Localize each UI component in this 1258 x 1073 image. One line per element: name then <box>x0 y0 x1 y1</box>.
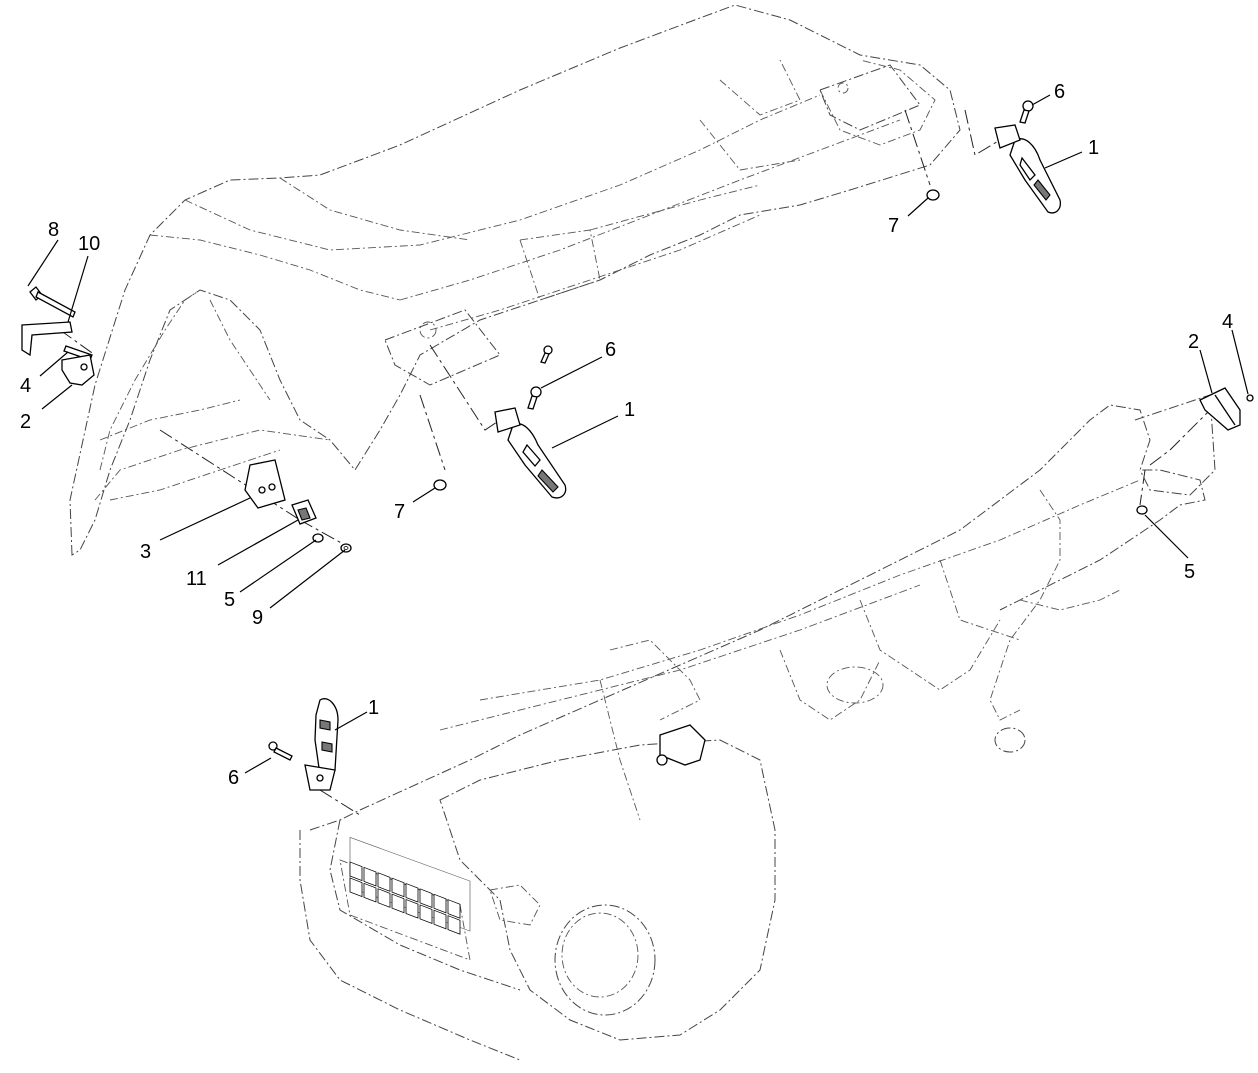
upper-hood-assembly <box>69 4 961 556</box>
leader-lines <box>27 94 1249 774</box>
callout-1-middle: 1 <box>624 399 635 421</box>
hook-2-right <box>1199 387 1241 431</box>
callout-4-left: 4 <box>20 375 31 397</box>
bolt-upper-right <box>1019 100 1034 124</box>
callout-6-lower: 6 <box>228 767 239 789</box>
callout-7-middle: 7 <box>394 501 405 523</box>
callout-9: 9 <box>252 607 263 629</box>
latch-catch-11 <box>291 499 317 525</box>
nut-middle <box>433 479 447 491</box>
callout-2-left: 2 <box>20 411 31 433</box>
callout-3: 3 <box>140 541 151 563</box>
callout-7-upper: 7 <box>888 215 899 237</box>
pin-4-right <box>1246 394 1254 402</box>
callout-4-right: 4 <box>1222 311 1233 333</box>
callout-1-lower: 1 <box>368 697 379 719</box>
callout-10: 10 <box>78 233 100 255</box>
latch-handle-lower <box>304 698 339 791</box>
bolt-middle <box>527 386 542 410</box>
nut-5-right <box>1136 505 1148 515</box>
assembly-centerlines <box>59 109 1221 816</box>
lower-frame-assembly <box>299 394 1216 1061</box>
callout-6-middle: 6 <box>605 339 616 361</box>
nut-upper <box>926 189 940 201</box>
washer-9 <box>340 543 352 553</box>
latch-handle-upper-right <box>994 124 1061 214</box>
callout-8: 8 <box>48 219 59 241</box>
callout-5-left: 5 <box>224 589 235 611</box>
plate-3 <box>244 459 286 509</box>
bolt-lower <box>268 741 293 761</box>
frame-latch <box>656 724 706 766</box>
callout-2-right: 2 <box>1188 331 1199 353</box>
bracket-10 <box>21 321 73 357</box>
callout-1-upper: 1 <box>1088 137 1099 159</box>
hook-2-left <box>61 354 95 386</box>
bolt-middle-upper <box>540 345 553 364</box>
callout-5-right: 5 <box>1184 561 1195 583</box>
callout-11: 11 <box>186 568 207 590</box>
bolt-8 <box>29 286 76 318</box>
latch-handle-middle <box>494 407 567 499</box>
warning-decal <box>349 861 461 935</box>
callout-6-upper: 6 <box>1054 81 1065 103</box>
callout-labels: 8 10 4 2 3 11 5 9 7 6 1 6 1 7 2 4 5 1 6 <box>20 81 1233 789</box>
